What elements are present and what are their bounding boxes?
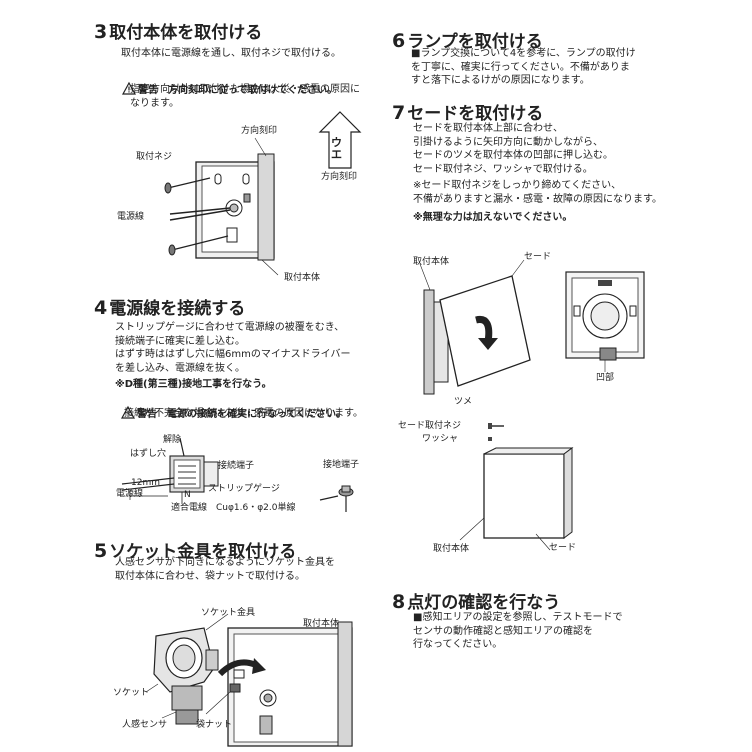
section-8-text: ■感知エリアの設定を参照し、テストモードで センサの動作確認と感知エリアの確認を… (413, 612, 623, 650)
direction-mark-label: 方向刻印 (241, 126, 278, 136)
power-wire-label: 電源線 (117, 212, 145, 222)
strip-gauge-label: ストリップゲージ (208, 484, 280, 494)
connection-terminal-label: 接続端子 (218, 461, 255, 471)
section-4-note: ※D種(第三種)接地工事を行なう。 (115, 379, 272, 390)
compatible-wire-label: 適合電線 Cuφ1.6・φ2.0単線 (171, 503, 296, 513)
warning-icon (120, 405, 135, 419)
warning-icon (121, 81, 136, 95)
section-6-text: ■ランプ交換について4を参考に、ランプの取付け を丁寧に、確実に行ってください。… (411, 48, 636, 86)
shade-illustration (419, 259, 645, 551)
mounting-body-label-2: 取付本体 (433, 544, 470, 554)
direction-mark-caption: 方向刻印 (321, 172, 358, 182)
socket-label: ソケット (113, 688, 150, 698)
mounting-body-label: 取付本体 (303, 619, 340, 629)
shade-label-2: セード (549, 543, 577, 553)
shade-screw-label: セード取付ネジ (398, 421, 462, 431)
section-3-text: 取付本体に電源線を通し、取付ネジで取付ける。 (121, 48, 341, 59)
shade-label: セード (524, 252, 552, 262)
section-4-warning-text: 接続が不完全な場合は火災・感電の原因になります。 (124, 408, 363, 419)
socket-bracket-label: ソケット金具 (201, 608, 256, 618)
mounting-body-label: 取付本体 (413, 257, 450, 267)
release-label: 解除 (163, 435, 182, 445)
section-4-warning-title: 警告 電源の接続を確実に行なってください。 (115, 393, 346, 421)
strip-length-label: 12mm (131, 478, 160, 488)
neutral-label: N (184, 490, 191, 500)
section-4-text: ストリップゲージに合わせて電源線の被覆をむき、 接続端子に確実に差し込む。 はず… (115, 322, 351, 374)
claw-label: ツメ (454, 397, 473, 407)
section-7-note: ※セード取付ネジをしっかり締めてください、 不備がありますと漏水・感電・故障の原… (413, 180, 662, 205)
mounting-body-illustration (164, 111, 362, 276)
section-7-note-2: ※無理な力は加えないでください。 (413, 212, 573, 223)
motion-sensor-label: 人感センサ (122, 720, 168, 730)
mounting-body-label: 取付本体 (284, 273, 321, 283)
release-hole-label: はずし穴 (130, 449, 167, 459)
mounting-screw-label: 取付ネジ (136, 152, 173, 162)
section-7-text: セードを取付本体上部に合わせ、 引掛けるように矢印方向に動かしながら、 セードの… (413, 123, 613, 175)
washer-label: ワッシャ (422, 434, 459, 444)
socket-bracket-illustration (145, 613, 353, 747)
section-5-text: 人感センサが下向きになるようにソケット金具を 取付本体に合わせ、袋ナットで取付け… (115, 557, 335, 582)
power-wire-label: 電源線 (116, 489, 144, 499)
section-3-warning-title: 警告 方向刻印に従って取付けてください。 (116, 69, 337, 97)
section-3-warning-text: 指定方向以外に取付けた場合は火災・感電の原因に なります。 (130, 84, 360, 109)
terminal-illustration (121, 437, 354, 512)
ground-terminal-label: 接地端子 (323, 460, 360, 470)
recess-label: 凹部 (596, 373, 615, 383)
cap-nut-label: 袋ナット (196, 720, 233, 730)
direction-arrow-text: ウエ (331, 136, 342, 161)
